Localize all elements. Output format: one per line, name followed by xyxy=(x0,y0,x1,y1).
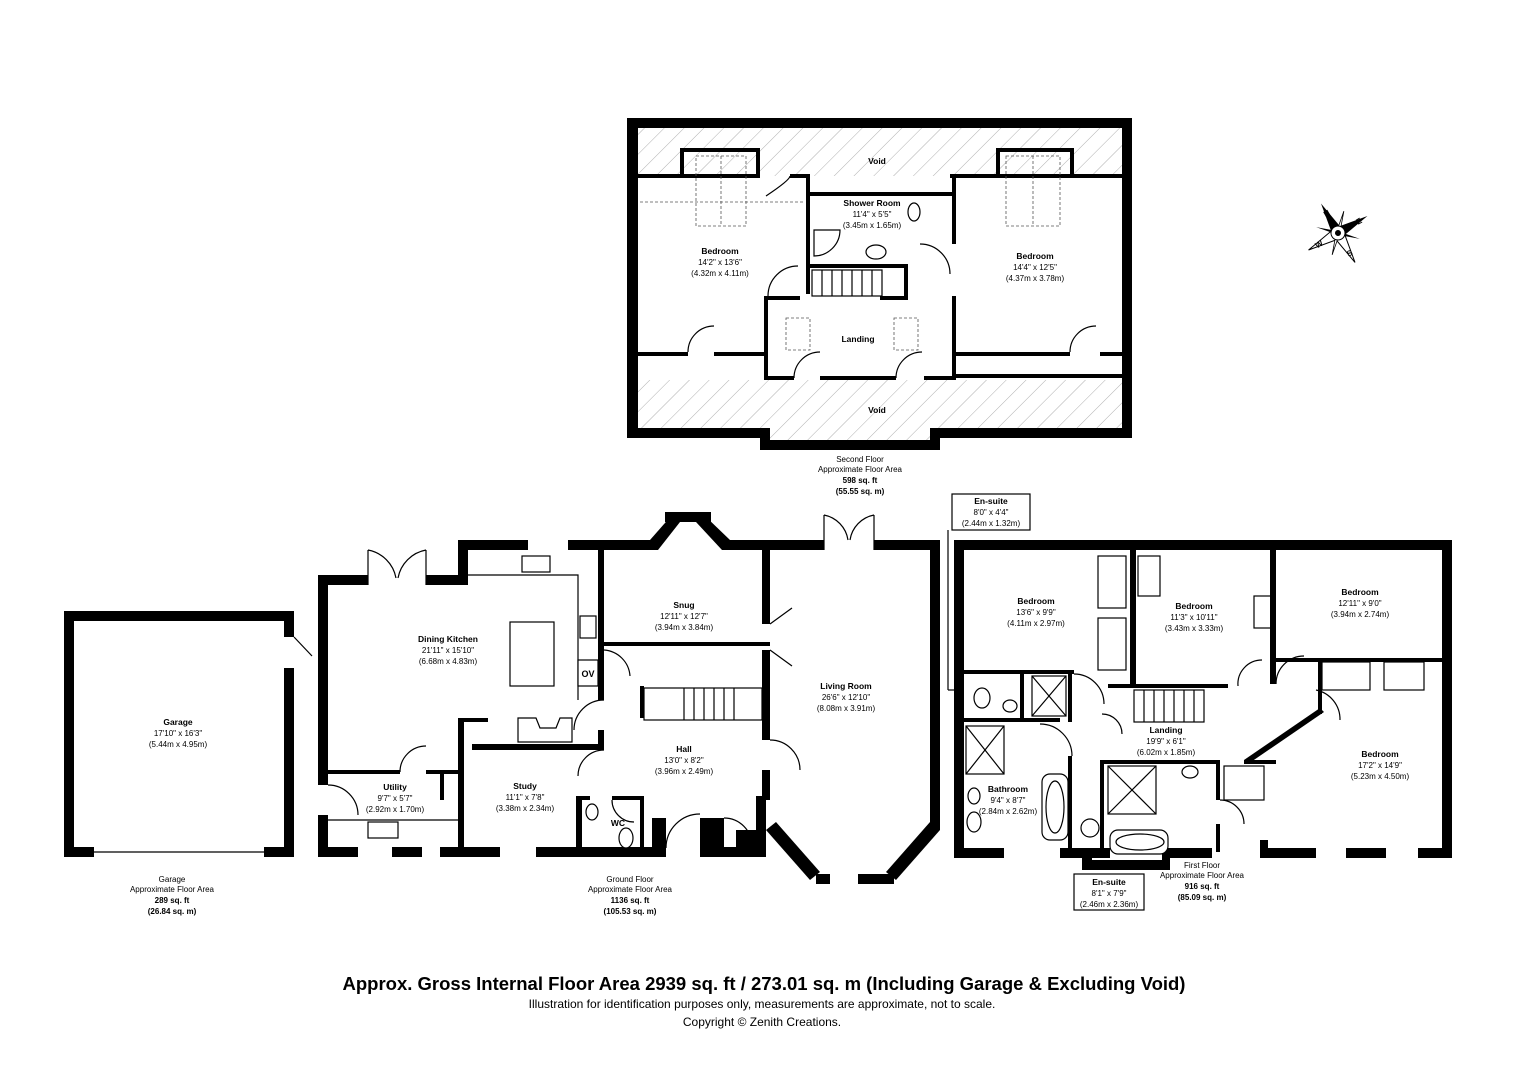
sf-bedroom-left-metric: (4.32m x 4.11m) xyxy=(691,269,749,278)
kitchen-island xyxy=(509,621,555,687)
bathroom-metric: (2.84m x 2.62m) xyxy=(979,807,1038,816)
bathroom-imperial: 9'4" x 8'7" xyxy=(991,796,1026,805)
ff-area-label: Approximate Floor Area xyxy=(1160,871,1245,880)
wc-name: WC xyxy=(611,818,625,828)
ff-bedroom-4-imperial: 17'2" x 14'9" xyxy=(1358,761,1402,770)
void-bottom-label: Void xyxy=(868,405,886,415)
living-room-imperial: 26'6" x 12'10" xyxy=(822,693,870,702)
garage-area-sqft: 289 sq. ft xyxy=(155,896,190,905)
ff-bedroom-3-imperial: 12'11" x 9'0" xyxy=(1338,599,1381,608)
second-floor-stairs xyxy=(811,269,883,297)
ground-floor-stairs xyxy=(643,687,763,721)
bathroom-name: Bathroom xyxy=(988,784,1029,794)
ff-bedroom-3-name: Bedroom xyxy=(1341,587,1379,597)
ff-bedroom-2-imperial: 11'3" x 10'11" xyxy=(1170,613,1217,622)
dining-kitchen-metric: (6.68m x 4.83m) xyxy=(419,657,478,666)
sf-area-floor: Second Floor xyxy=(836,455,884,464)
ff-bedroom-1-name: Bedroom xyxy=(1017,596,1055,606)
study-imperial: 11'1" x 7'8" xyxy=(506,793,545,802)
ff-landing-imperial: 19'9" x 6'1" xyxy=(1146,737,1186,746)
ensuite-top-imperial: 8'0" x 4'4" xyxy=(974,508,1009,517)
shower-room-name: Shower Room xyxy=(843,198,901,208)
compass-n: N xyxy=(1322,208,1332,219)
compass-rose-icon: N S E W xyxy=(1308,203,1368,263)
garage-name: Garage xyxy=(163,717,193,727)
ensuite-bottom-name: En-suite xyxy=(1092,877,1126,887)
ff-bedroom-2-name: Bedroom xyxy=(1175,601,1213,611)
hall-name: Hall xyxy=(676,744,692,754)
shower-room-metric: (3.45m x 1.65m) xyxy=(843,221,902,230)
snug-imperial: 12'11" x 12'7" xyxy=(660,612,708,621)
garage-metric: (5.44m x 4.95m) xyxy=(149,740,208,749)
sf-area-sqm: (55.55 sq. m) xyxy=(836,487,885,496)
second-floor-plan xyxy=(627,118,1132,450)
ensuite-bottom-metric: (2.46m x 2.36m) xyxy=(1080,900,1139,909)
ff-bedroom-1-imperial: 13'6" x 9'9" xyxy=(1016,608,1056,617)
gf-area-floor: Ground Floor xyxy=(606,875,653,884)
utility-name: Utility xyxy=(383,782,407,792)
living-room-metric: (8.08m x 3.91m) xyxy=(817,704,876,713)
utility-metric: (2.92m x 1.70m) xyxy=(366,805,425,814)
garage-area-label: Approximate Floor Area xyxy=(130,885,215,894)
void-top-label: Void xyxy=(868,156,886,166)
hob-icon xyxy=(579,615,597,639)
oven-label: OV xyxy=(581,669,594,679)
sf-bedroom-right-metric: (4.37m x 3.78m) xyxy=(1006,274,1065,283)
first-floor-stairs xyxy=(1133,689,1205,723)
ff-bedroom-4-metric: (5.23m x 4.50m) xyxy=(1351,772,1410,781)
ensuite-bottom-imperial: 8'1" x 7'9" xyxy=(1092,889,1127,898)
hall-imperial: 13'0" x 8'2" xyxy=(664,756,704,765)
oven-box xyxy=(577,659,599,687)
ground-floor-plan: OV xyxy=(318,512,940,884)
sf-landing-name: Landing xyxy=(841,334,874,344)
gf-area-label: Approximate Floor Area xyxy=(588,885,673,894)
ensuite-top-metric: (2.44m x 1.32m) xyxy=(962,519,1021,528)
ff-area-floor: First Floor xyxy=(1184,861,1220,870)
gross-area-title: Approx. Gross Internal Floor Area 2939 s… xyxy=(343,973,1186,994)
sf-bedroom-right-name: Bedroom xyxy=(1016,251,1054,261)
garage-area-sqm: (26.84 sq. m) xyxy=(148,907,197,916)
compass-s: S xyxy=(1345,248,1355,259)
shower-room-imperial: 11'4" x 5'5" xyxy=(853,210,892,219)
compass-e: E xyxy=(1354,216,1364,227)
disclaimer-text: Illustration for identification purposes… xyxy=(529,997,996,1011)
garage-area-floor: Garage xyxy=(159,875,186,884)
ff-area-sqft: 916 sq. ft xyxy=(1185,882,1220,891)
ff-landing-name: Landing xyxy=(1149,725,1182,735)
dining-kitchen-imperial: 21'11" x 15'10" xyxy=(422,646,474,655)
sf-bedroom-right-imperial: 14'4" x 12'5" xyxy=(1013,263,1057,272)
ff-bedroom-2-metric: (3.43m x 3.33m) xyxy=(1165,624,1224,633)
ff-bedroom-3-metric: (3.94m x 2.74m) xyxy=(1331,610,1390,619)
kitchen-sink xyxy=(521,555,551,573)
copyright-text: Copyright © Zenith Creations. xyxy=(683,1015,841,1029)
sf-area-label: Approximate Floor Area xyxy=(818,465,903,474)
ff-landing-metric: (6.02m x 1.85m) xyxy=(1137,748,1196,757)
garage-imperial: 17'10" x 16'3" xyxy=(154,729,202,738)
hall-metric: (3.96m x 2.49m) xyxy=(655,767,714,776)
study-metric: (3.38m x 2.34m) xyxy=(496,804,555,813)
snug-name: Snug xyxy=(673,600,694,610)
dining-kitchen-name: Dining Kitchen xyxy=(418,634,478,644)
first-floor-plan xyxy=(947,493,1452,911)
utility-sink xyxy=(367,821,399,839)
ff-area-sqm: (85.09 sq. m) xyxy=(1178,893,1227,902)
living-room-name: Living Room xyxy=(820,681,872,691)
ff-bedroom-1-metric: (4.11m x 2.97m) xyxy=(1007,619,1065,628)
study-name: Study xyxy=(513,781,537,791)
ensuite-top-name: En-suite xyxy=(974,496,1008,506)
gf-area-sqm: (105.53 sq. m) xyxy=(604,907,657,916)
gf-area-sqft: 1136 sq. ft xyxy=(611,896,650,905)
compass-w: W xyxy=(1314,238,1325,250)
sf-bedroom-left-imperial: 14'2" x 13'6" xyxy=(698,258,742,267)
void-bottom-zone xyxy=(638,380,1122,430)
sf-area-sqft: 598 sq. ft xyxy=(843,476,878,485)
ff-bedroom-4-name: Bedroom xyxy=(1361,749,1399,759)
garage-plan xyxy=(64,611,313,857)
sf-bedroom-left-name: Bedroom xyxy=(701,246,739,256)
snug-metric: (3.94m x 3.84m) xyxy=(655,623,714,632)
utility-imperial: 9'7" x 5'7" xyxy=(378,794,413,803)
